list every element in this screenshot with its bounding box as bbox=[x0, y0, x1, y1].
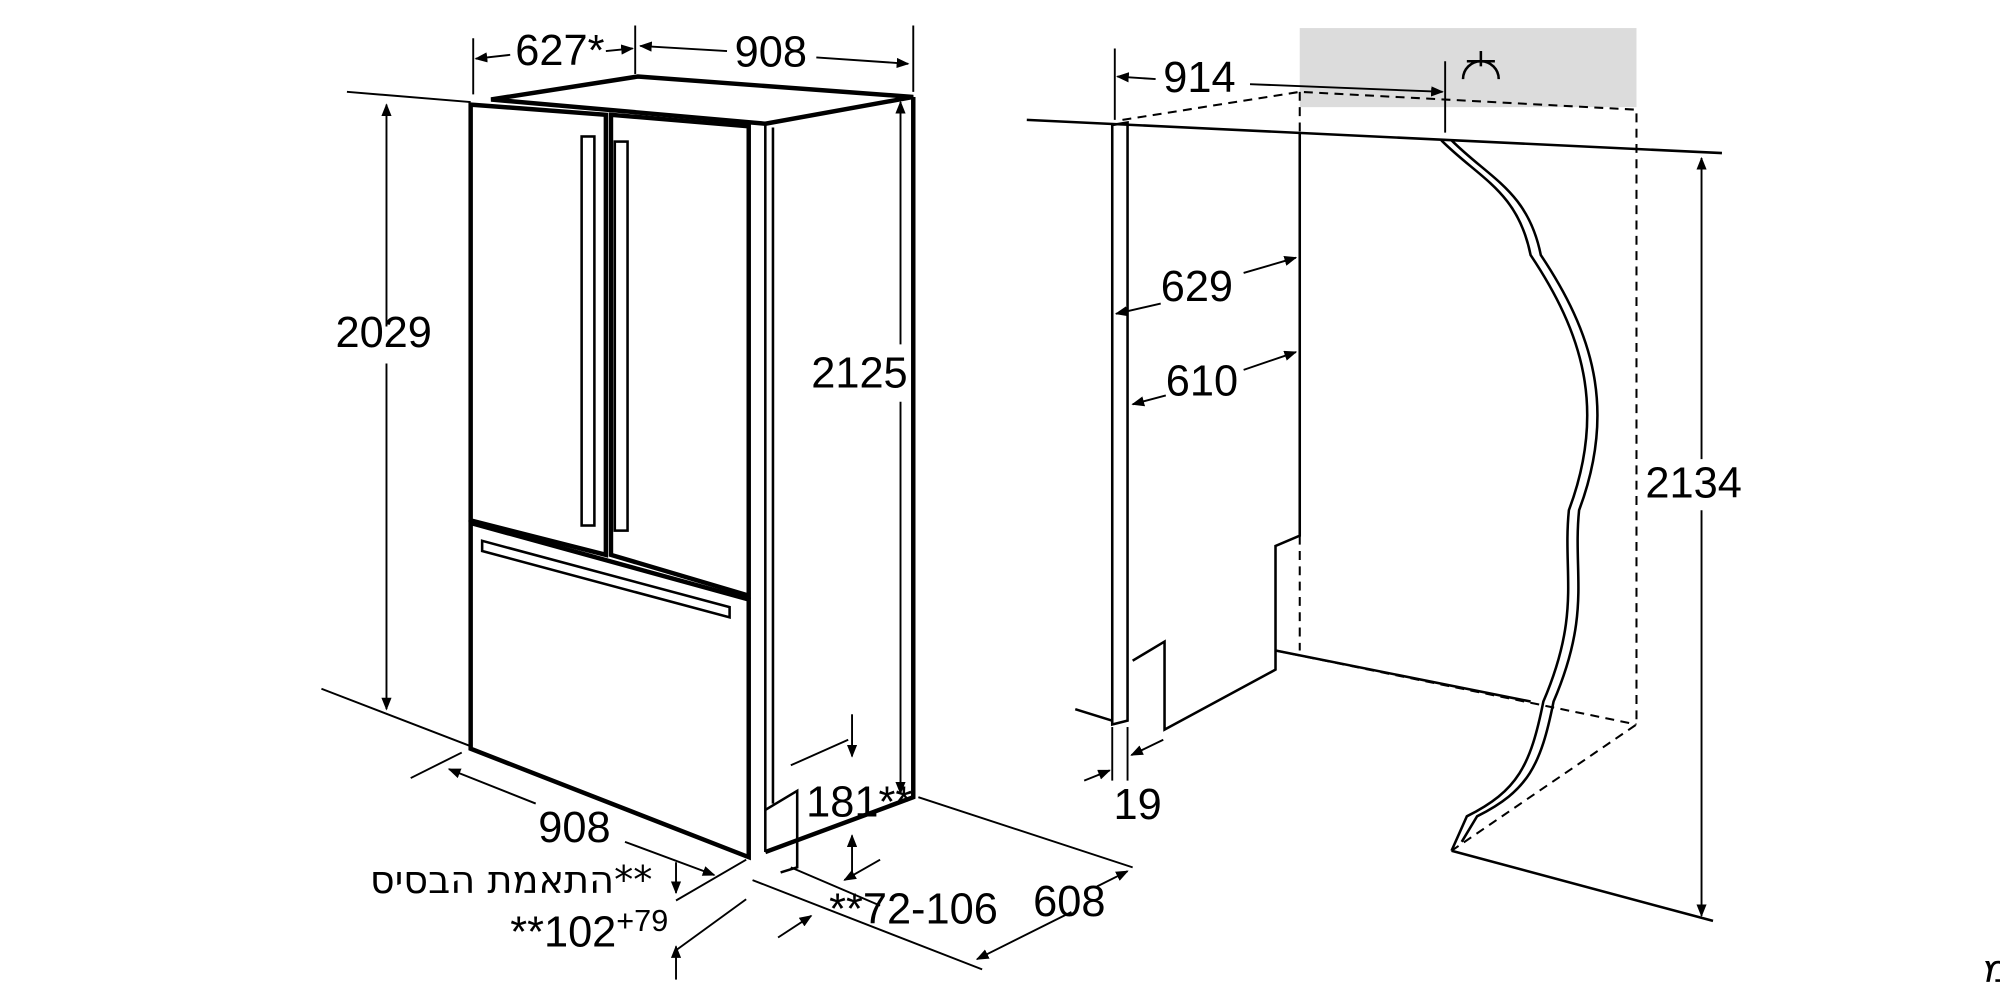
socket-icon bbox=[1461, 51, 1500, 80]
niche-depth-629-label: 629 bbox=[1161, 263, 1233, 311]
power-cable bbox=[1440, 139, 1589, 852]
fridge-total-height-label: 2125 bbox=[811, 350, 907, 398]
base-height-label: 181** bbox=[806, 778, 912, 826]
niche-dimensions bbox=[1083, 48, 1707, 918]
niche-width-label: 914 bbox=[1163, 54, 1235, 102]
fridge-top bbox=[490, 74, 914, 126]
base-adjustment-note: **התאמת הבסיס bbox=[370, 858, 653, 903]
base-front-label: **102+79 bbox=[510, 904, 668, 956]
panel-thickness-label: 19 bbox=[1114, 781, 1162, 829]
right-handle bbox=[613, 140, 629, 532]
fridge-drawing bbox=[468, 74, 916, 874]
units-note: מידות במ"מ bbox=[1983, 947, 2000, 992]
niche-depth-610-label: 610 bbox=[1166, 357, 1238, 405]
left-door bbox=[468, 102, 609, 558]
fridge-body-height-label: 2029 bbox=[335, 309, 431, 357]
fridge-width-top-label: 908 bbox=[735, 28, 807, 76]
freezer-drawer bbox=[468, 520, 751, 861]
fridge-side bbox=[764, 96, 916, 855]
right-door bbox=[608, 112, 751, 599]
niche-height-label: 2134 bbox=[1645, 459, 1741, 507]
drawer-handle bbox=[480, 539, 731, 620]
fridge-depth-top-label: 627* bbox=[515, 27, 604, 75]
ceiling-line bbox=[1026, 118, 1722, 155]
left-handle bbox=[580, 135, 596, 527]
base-adjust-label: **72-106 bbox=[829, 885, 998, 933]
fridge-width-bottom-label: 908 bbox=[538, 804, 610, 852]
fridge-dimensions bbox=[321, 25, 1133, 980]
fridge-depth-label: 608 bbox=[1033, 878, 1105, 926]
